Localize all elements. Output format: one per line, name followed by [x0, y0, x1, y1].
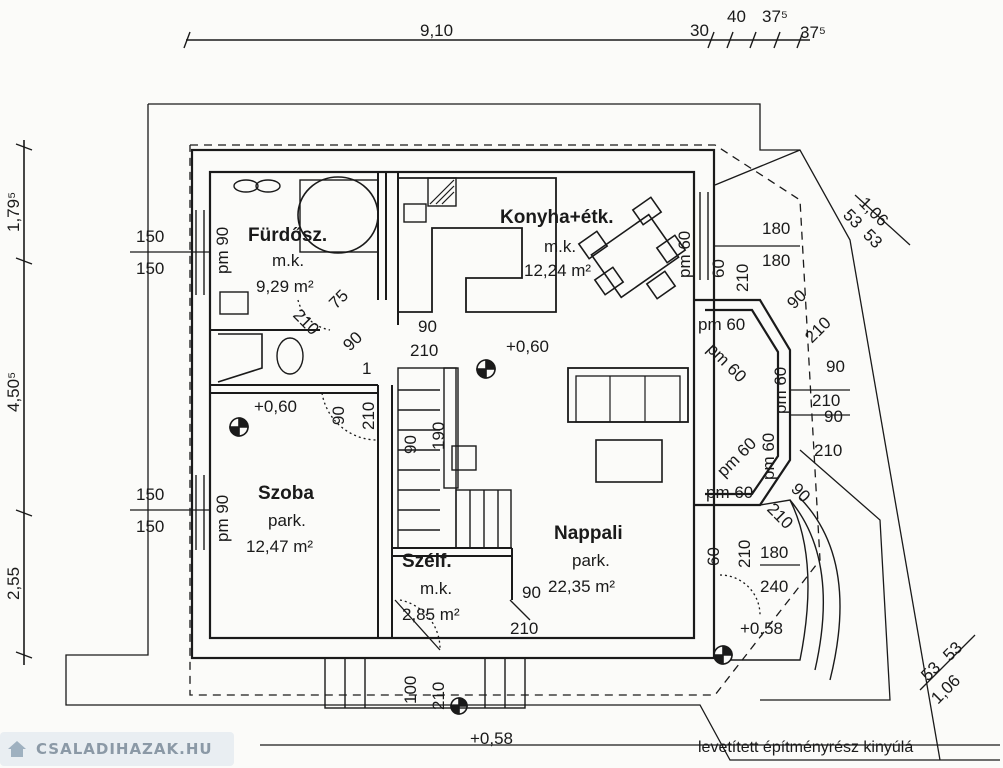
window-dim-240: 240: [760, 577, 789, 596]
door-dim-60: 60: [704, 547, 723, 566]
window-dim-150-c: 150: [136, 485, 165, 504]
door-dim-90-c: 90: [329, 406, 348, 425]
room-name-kitchen: Konyha+étk.: [500, 207, 614, 228]
room-name-room: Szoba: [258, 483, 314, 504]
room-floor-kitchen: m.k.: [544, 237, 577, 256]
stairs: [397, 367, 512, 549]
dining-table: [577, 196, 687, 300]
dimension-40: 40: [727, 7, 746, 26]
dimension-total-width: 9,10: [420, 21, 454, 40]
door-dim-1: 1: [362, 359, 372, 378]
sink: [233, 179, 259, 193]
entrance-steps: [324, 657, 526, 709]
window-dim-150-b: 150: [136, 259, 165, 278]
dimension-30: 30: [690, 21, 709, 40]
shower: [217, 333, 263, 383]
window-dim-180-a: 180: [762, 219, 791, 238]
door-dim-90-e: 90: [522, 583, 541, 602]
room-floor-windbreak: m.k.: [420, 579, 453, 598]
dimension-37-5-b: 37⁵: [800, 23, 826, 42]
door-dim-210-c: 210: [359, 401, 378, 430]
window-dim-90-b: 90: [826, 357, 845, 376]
door-dim-pm90-room: pm 90: [213, 494, 232, 542]
level-marker-center: [476, 359, 496, 379]
window-dim-210-a: 210: [733, 263, 752, 292]
door-dim-190: 190: [429, 421, 448, 450]
door-dim-pm60-a: pm 60: [698, 315, 746, 334]
room-area-kitchen: 12,24 m²: [524, 261, 592, 280]
toilet: [276, 337, 304, 375]
room-floor-bathroom: m.k.: [272, 251, 305, 270]
room-name-windbreak: Szélf.: [402, 551, 452, 572]
watermark: CSALADIHAZAK.HU: [0, 732, 234, 766]
room-name-living: Nappali: [554, 523, 623, 544]
coffee-table: [595, 439, 663, 483]
bay-window: [694, 298, 792, 507]
door-dim-pm60-c: pm 60: [771, 366, 790, 414]
window-dim-210-c: 210: [812, 391, 841, 410]
eaves-dashed-line: [189, 144, 821, 696]
window-dim-150-d: 150: [136, 517, 165, 536]
projection-note: levetített építményrész kinyúlá: [698, 739, 914, 756]
roof-projection-line: [148, 103, 941, 761]
door-dim-90-b: 90: [418, 317, 437, 336]
window-dim-90-c: 90: [824, 407, 843, 426]
window-dim-210-d: 210: [814, 441, 843, 460]
dimension-2-55: 2,55: [4, 566, 23, 600]
kitchen-counter: [398, 177, 557, 313]
room-floor-living: park.: [572, 551, 610, 570]
house-logo-icon: [8, 741, 26, 757]
level-label-entrance: +0,58: [470, 729, 514, 748]
window-dim-180-b: 180: [762, 251, 791, 270]
door-dim-90-d: 90: [401, 435, 420, 454]
level-label-center: +0,60: [506, 337, 550, 356]
door-dim-pm60-e: pm 60: [759, 432, 778, 480]
room-area-windbreak: 2,85 m²: [402, 605, 460, 624]
level-label-room: +0,60: [254, 397, 298, 416]
dimension-4-50-5: 4,50⁵: [4, 371, 23, 412]
door-dim-pm90-bathroom: pm 90: [213, 226, 232, 274]
room-area-room: 12,47 m²: [246, 537, 314, 556]
level-label-terrace: +0,58: [740, 619, 784, 638]
door-dim-pm60-f: pm 60: [706, 483, 754, 502]
door-dim-pm60-kitchen: pm 60: [675, 230, 694, 278]
dimension-37-5-a: 37⁵: [762, 7, 788, 26]
window-dim-150-a: 150: [136, 227, 165, 246]
door-dim-210-e: 210: [510, 619, 539, 638]
door-dim-60-kitchen: 60: [709, 259, 728, 278]
room-area-bathroom: 9,29 m²: [256, 277, 314, 296]
room-name-bathroom: Fürdősz.: [248, 225, 328, 246]
room-floor-room: park.: [268, 511, 306, 530]
door-dim-210-b: 210: [410, 341, 439, 360]
window-dim-210-f: 210: [735, 539, 754, 568]
door-dim-210-g: 210: [429, 681, 448, 710]
watermark-text: CSALADIHAZAK.HU: [36, 740, 213, 758]
window-dim-180-c: 180: [760, 543, 789, 562]
door-dim-100: 100: [401, 675, 420, 704]
dimension-1-79-5: 1,79⁵: [4, 191, 23, 232]
room-area-living: 22,35 m²: [548, 577, 616, 596]
